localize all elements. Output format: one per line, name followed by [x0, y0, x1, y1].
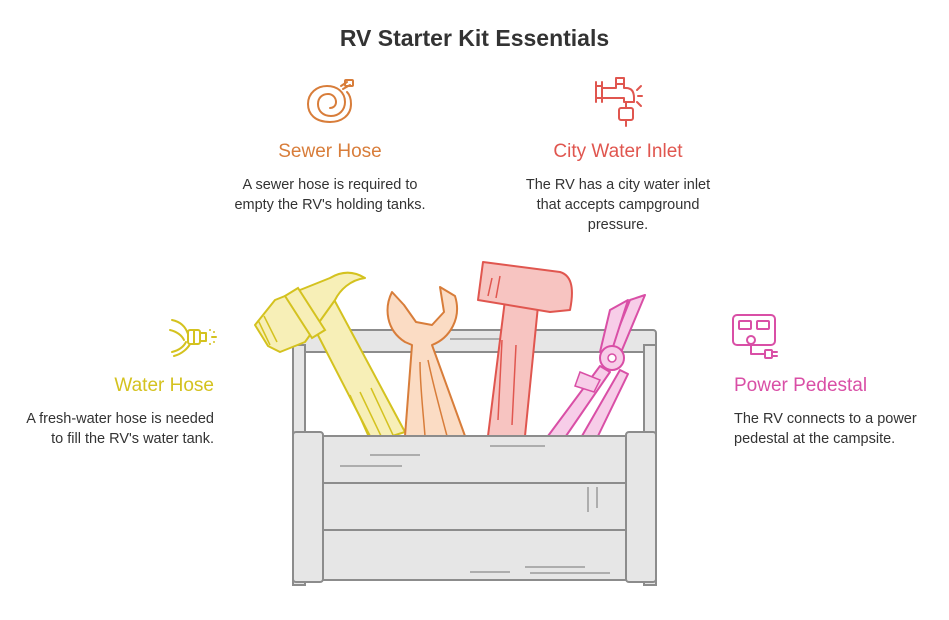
sewer-hose-description: A sewer hose is required to empty the RV…: [234, 177, 426, 213]
page-title: RV Starter Kit Essentials: [339, 25, 610, 51]
sewer-hose-icon: [306, 79, 354, 123]
water-hose-description: A fresh-water hose is needed to fill the…: [26, 411, 214, 447]
wrench-tool: [386, 286, 466, 437]
toolbox-front: [292, 431, 657, 583]
power-pedestal-heading: Power Pedestal: [734, 375, 868, 396]
trailer-plug-icon: [732, 314, 778, 359]
water-hose-heading: Water Hose: [114, 375, 214, 396]
hammer-tool: [254, 271, 406, 443]
city-water-inlet-description: The RV has a city water inlet that accep…: [525, 177, 711, 233]
pliers-tool: [547, 294, 646, 437]
hose-nozzle-icon: [169, 319, 217, 357]
power-pedestal-description: The RV connects to a power pedestal at t…: [734, 411, 917, 447]
water-faucet-icon: [595, 77, 643, 127]
sewer-hose-heading: Sewer Hose: [278, 141, 382, 162]
city-water-inlet-heading: City Water Inlet: [553, 141, 683, 162]
